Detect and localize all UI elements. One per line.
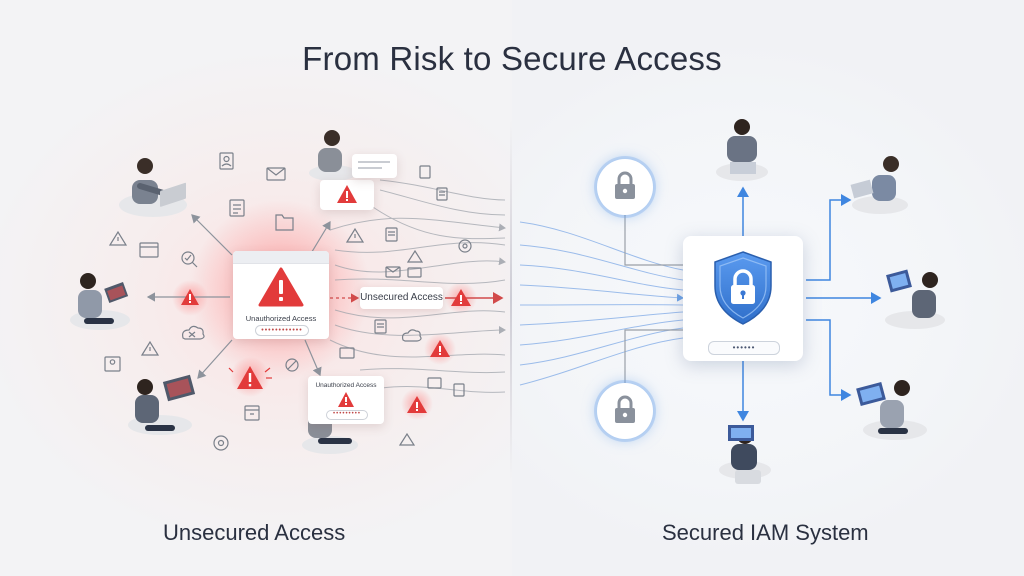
outward-arrow — [304, 339, 322, 377]
user-bottom-right-center — [719, 425, 771, 484]
document-icon — [385, 227, 398, 242]
card-title: Unauthorized Access — [245, 314, 317, 323]
user-top-right — [850, 156, 908, 214]
unauthorized-access-card: Unauthorized Access •••••••••••• — [233, 251, 329, 339]
access-arrow — [806, 319, 852, 401]
document-icon — [436, 187, 448, 201]
alert-window-card — [320, 180, 374, 210]
warning-icon — [345, 227, 365, 243]
chaotic-flow-lines — [329, 179, 506, 393]
document-icon — [374, 319, 387, 334]
settings-icon — [213, 435, 229, 451]
outward-arrow — [191, 214, 233, 256]
center-divider — [510, 120, 512, 480]
contact-card-icon — [104, 356, 121, 372]
access-arrow — [806, 194, 852, 281]
chat-icon — [339, 347, 355, 359]
calendar-icon — [244, 405, 260, 421]
unsecured-access-pill: Unsecured Access — [360, 287, 443, 309]
unauthorized-access-card-small: Unauthorized Access ••••••••• — [308, 376, 384, 424]
warning-icon — [407, 396, 427, 413]
settings-icon — [458, 239, 472, 253]
chat-bubble-card — [352, 154, 397, 178]
cloud-icon — [182, 325, 205, 340]
unsecured-caption: Unsecured Access — [163, 520, 346, 545]
user-top-right-center — [716, 119, 768, 181]
lock-node-bottom — [597, 383, 653, 439]
document-icon — [229, 199, 245, 217]
browser-window-icon — [139, 242, 159, 258]
document-icon — [453, 383, 465, 397]
blocked-icon — [285, 358, 299, 372]
card-title: Unauthorized Access — [315, 382, 377, 389]
outward-arrow — [197, 339, 233, 379]
warning-icon — [430, 340, 450, 357]
user-top-center — [309, 130, 357, 181]
user-left-middle — [70, 273, 130, 330]
warning-icon — [237, 366, 263, 389]
browser-window-icon — [427, 377, 442, 389]
user-right-middle — [885, 269, 945, 329]
warning-icon — [108, 230, 128, 246]
chat-icon — [407, 267, 422, 278]
lock-connector — [620, 207, 683, 266]
outward-arrow — [309, 220, 331, 256]
page-title: From Risk to Secure Access — [302, 40, 722, 77]
warning-icon — [398, 432, 416, 446]
secured-caption: Secured IAM System — [662, 520, 869, 545]
iam-system-box: •••••• — [683, 236, 803, 361]
warning-icon — [337, 185, 357, 203]
warning-icon — [258, 267, 304, 307]
alert-flash — [228, 367, 272, 379]
warning-icon — [451, 289, 471, 306]
mail-icon — [385, 266, 401, 278]
search-icon — [181, 251, 198, 268]
warning-icon — [140, 340, 160, 356]
secured-flow-lines — [519, 221, 684, 386]
document-icon — [419, 165, 431, 179]
password-field: ••••••••• — [326, 410, 368, 420]
password-field: •••••• — [708, 341, 780, 355]
warning-icon — [406, 249, 424, 263]
user-top-left — [119, 158, 187, 217]
lock-connector — [624, 329, 683, 385]
cloud-icon — [401, 329, 422, 342]
user-bottom-left — [128, 374, 196, 435]
user-bottom-right — [856, 380, 927, 440]
contact-card-icon — [219, 152, 234, 170]
folder-icon — [275, 214, 294, 231]
shield-lock-icon — [714, 251, 772, 325]
alert-triangles — [181, 289, 471, 413]
warning-icon — [181, 289, 199, 305]
lock-node-top — [597, 159, 653, 215]
padlock-icon — [615, 395, 635, 423]
password-field: •••••••••••• — [255, 325, 309, 336]
warning-icon — [338, 392, 354, 407]
padlock-icon — [615, 171, 635, 199]
mail-icon — [266, 167, 286, 181]
